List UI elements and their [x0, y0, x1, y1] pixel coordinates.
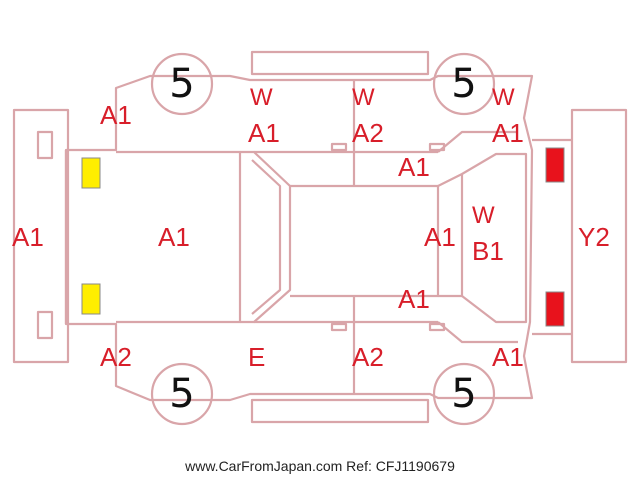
wheel-rear-left-ring — [150, 362, 214, 426]
label-right-quarter: A1 — [492, 342, 524, 372]
rear-window-outline — [437, 172, 464, 298]
front-bumper-outline — [12, 108, 70, 364]
label-right-rear-door: A2 — [352, 342, 384, 372]
label-trunk-w: W — [472, 202, 495, 229]
label-left-front-door: A1 — [248, 118, 280, 148]
label-roof-lower: A1 — [398, 284, 430, 314]
wheel-front-right-ring — [432, 52, 496, 116]
taillight-left — [545, 147, 565, 183]
body-outline — [64, 74, 534, 402]
windshield-inner — [251, 159, 282, 315]
label-right-front-door: E — [248, 342, 266, 372]
label-left-rear-door: A2 — [352, 118, 384, 148]
right-quarter-line — [437, 321, 518, 344]
rear-bumper-outline — [570, 108, 628, 364]
label-left-rear-door-w: W — [352, 84, 375, 111]
footer-reference: www.CarFromJapan.com Ref: CFJ1190679 — [185, 458, 455, 474]
wheel-rear-left-number: 5 — [169, 371, 195, 417]
label-left-quarter-w: W — [492, 84, 515, 111]
rear-bumper-inner — [532, 138, 572, 336]
label-left-quarter: A1 — [492, 118, 524, 148]
label-front-right-fender: A2 — [100, 342, 132, 372]
roof-outline — [290, 184, 440, 298]
wheel-rear-right-ring — [432, 362, 496, 426]
wheel-rear-right-number: 5 — [451, 371, 477, 417]
windshield-outline — [240, 150, 292, 324]
hood-outline — [116, 150, 242, 324]
front-bumper-vent-bottom — [36, 310, 54, 340]
wheel-front-left-number: 5 — [169, 61, 195, 107]
headlight-left — [81, 157, 101, 189]
right-side-skirt — [250, 398, 430, 424]
label-trunk: B1 — [472, 236, 504, 266]
label-roof-upper: A1 — [398, 152, 430, 182]
wheel-front-right-number: 5 — [451, 61, 477, 107]
right-handle-mark — [428, 322, 446, 332]
wheel-front-left-ring — [150, 52, 214, 116]
front-bumper-vent-top — [36, 130, 54, 160]
label-rear-bumper: Y2 — [578, 222, 610, 252]
left-mirror-mark — [330, 142, 348, 152]
label-hood: A1 — [158, 222, 190, 252]
taillight-right — [545, 291, 565, 327]
rear-trunk-outline — [461, 152, 528, 324]
label-left-front-door-w: W — [250, 84, 273, 111]
label-front-bumper: A1 — [12, 222, 44, 252]
right-mirror-mark — [330, 322, 348, 332]
left-quarter-line — [437, 130, 518, 153]
label-roof-middle: A1 — [424, 222, 456, 252]
label-front-left-fender: A1 — [100, 100, 132, 130]
headlight-right — [81, 283, 101, 315]
left-handle-mark — [428, 142, 446, 152]
left-side-skirt — [250, 50, 430, 76]
